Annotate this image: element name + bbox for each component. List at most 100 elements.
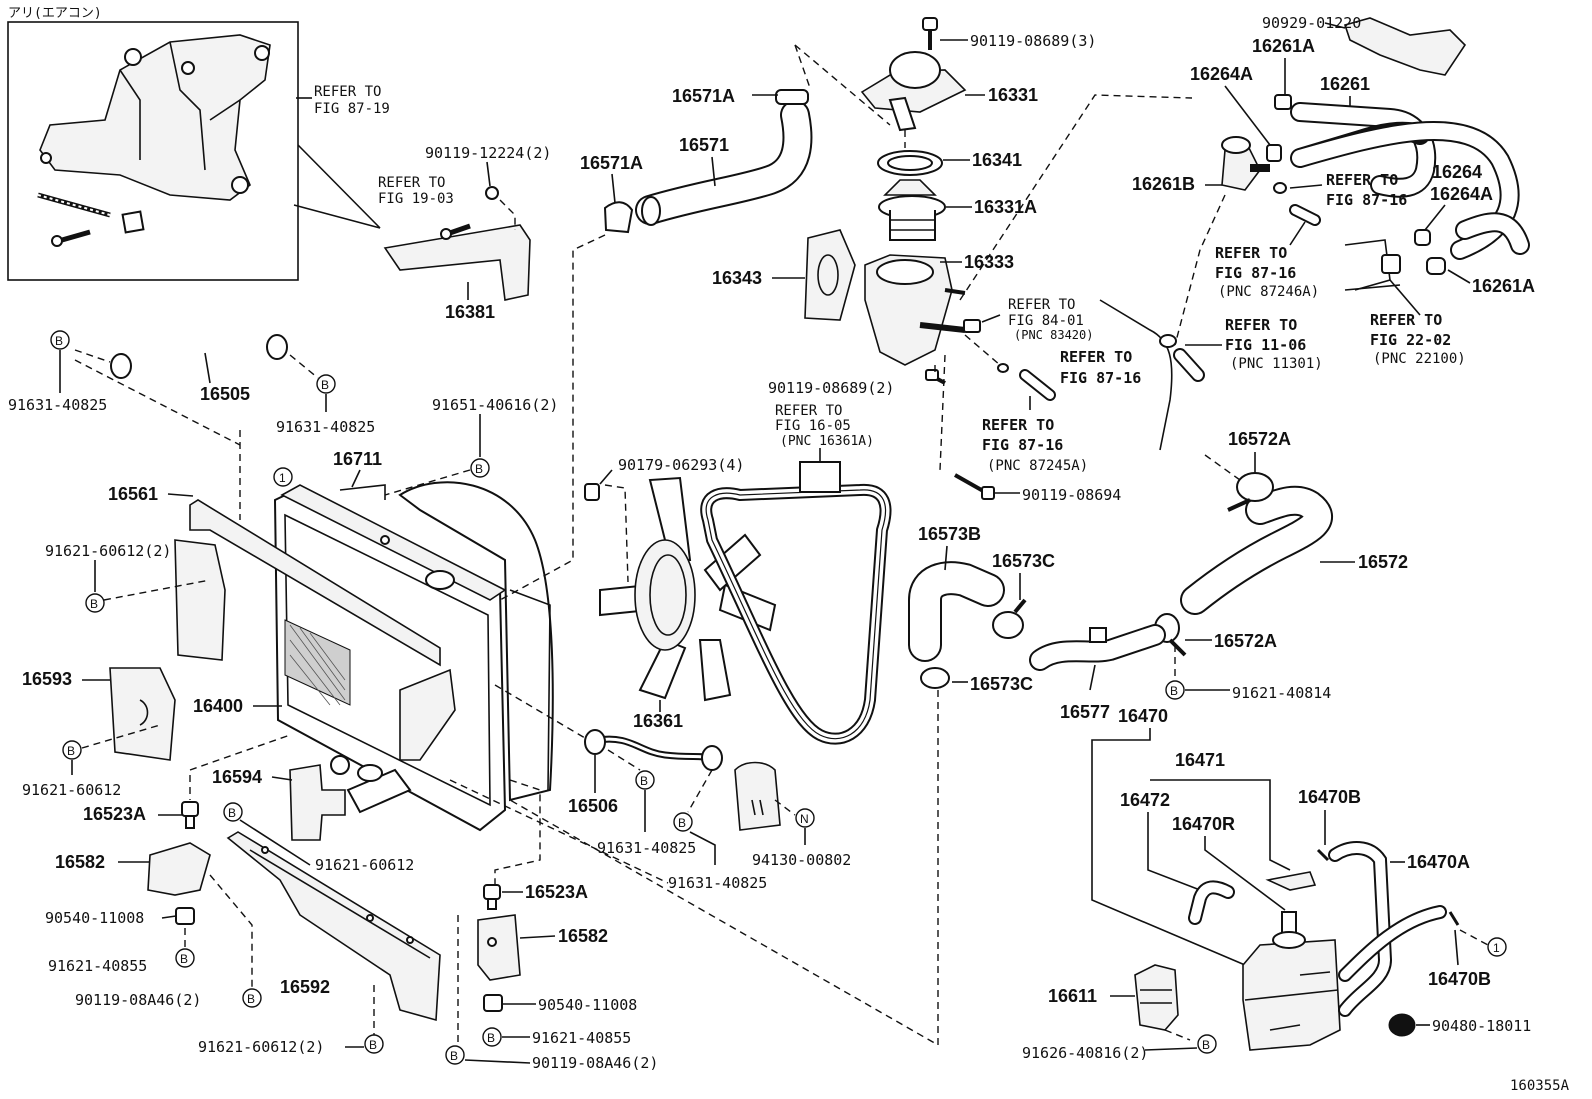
callout-b-12: B — [635, 770, 655, 790]
part-16471: 16471 — [1175, 750, 1225, 770]
part-16571A-top: 16571A — [672, 86, 735, 106]
svg-text:B: B — [487, 1031, 495, 1045]
support-16582-a — [147, 842, 211, 896]
part-16594: 16594 — [212, 767, 262, 787]
refer-11-06-l3: (PNC 11301) — [1230, 356, 1323, 372]
part-16611: 16611 — [1048, 986, 1097, 1006]
part-91621-60612-b: 91621-60612 — [315, 856, 414, 874]
water-outlet-16331 — [860, 51, 967, 132]
hose-16506 — [584, 729, 723, 771]
part-16572A-b: 16572A — [1214, 631, 1277, 651]
part-16470A: 16470A — [1407, 852, 1470, 872]
part-90119-08689-3: 90119-08689(3) — [970, 32, 1096, 50]
refer-87-16c-l2: FIG 87-16 — [1326, 191, 1407, 209]
callout-b-14: B — [1165, 680, 1185, 700]
part-16593: 16593 — [22, 669, 72, 689]
part-91631-40825-b: 91631-40825 — [276, 418, 375, 436]
refer-87-16a-l1: REFER TO — [1060, 348, 1132, 366]
part-16264A-b: 16264A — [1430, 184, 1493, 204]
part-91621-60612-2b: 91621-60612(2) — [198, 1038, 324, 1056]
part-16572A-a: 16572A — [1228, 429, 1291, 449]
part-16333: 16333 — [964, 252, 1014, 272]
hose-16264 — [1290, 120, 1530, 260]
cap-16471 — [1265, 871, 1317, 891]
svg-text:1: 1 — [279, 471, 286, 485]
svg-text:B: B — [475, 462, 483, 476]
bracket-16381: REFER TO FIG 19-03 90119-12224(2) 16381 — [378, 144, 551, 322]
refer-87-16c-l1: REFER TO — [1326, 171, 1398, 189]
reservoir-tank — [1242, 911, 1341, 1051]
bolt-90179-06293 — [584, 483, 600, 501]
svg-text:B: B — [678, 816, 686, 830]
part-16506: 16506 — [568, 796, 618, 816]
refer-87-16d-l3: (PNC 87246A) — [1218, 284, 1319, 300]
part-16341: 16341 — [972, 150, 1022, 170]
cap-90480-18011 — [1388, 1013, 1416, 1037]
elbow-16573B — [908, 561, 1005, 662]
refer-19-03-l2: FIG 19-03 — [378, 191, 454, 207]
bracket-16594 — [289, 764, 346, 841]
hose-16505: 16505 — [74, 334, 319, 404]
refer-87-19-l2: FIG 87-19 — [314, 101, 390, 117]
figure-id: 160355A — [1510, 1078, 1570, 1094]
svg-text:B: B — [1202, 1038, 1210, 1052]
callout-b-5: B — [62, 740, 82, 760]
refer-22-02-l1: REFER TO — [1370, 311, 1442, 329]
part-16505: 16505 — [200, 384, 250, 404]
refer-22-02-l3: (PNC 22100) — [1373, 351, 1466, 367]
part-16470: 16470 — [1118, 706, 1168, 726]
callout-1-b: 1 — [1487, 937, 1507, 957]
part-16400: 16400 — [193, 696, 243, 716]
upper-hose-16571 — [603, 89, 813, 234]
clip-pair — [1273, 182, 1287, 194]
part-16523A-b: 16523A — [525, 882, 588, 902]
part-91631-40825-c: 91631-40825 — [597, 839, 696, 857]
callout-b-10: B — [482, 1027, 502, 1047]
part-91621-40855-a: 91621-40855 — [48, 957, 147, 975]
svg-text:B: B — [247, 992, 255, 1006]
bracket-90929-01220 — [1343, 17, 1467, 76]
svg-text:B: B — [1170, 684, 1178, 698]
svg-text:B: B — [55, 334, 63, 348]
cushion-90540-b — [483, 994, 503, 1012]
callout-b-3: B — [470, 458, 490, 478]
part-90119-08A46-a: 90119-08A46(2) — [75, 991, 201, 1009]
thermostat-16331A — [878, 179, 946, 241]
refer-84-01-l2: FIG 84-01 — [1008, 313, 1084, 329]
part-16381: 16381 — [445, 302, 495, 322]
part-91651-40616: 91651-40616(2) — [432, 396, 558, 414]
clamp-16573C-a — [992, 598, 1027, 639]
svg-text:1: 1 — [1493, 941, 1500, 955]
part-90929-01220: 90929-01220 — [1262, 14, 1361, 32]
svg-text:B: B — [90, 597, 98, 611]
cushion-16523A-b — [483, 884, 501, 910]
clamp-16573C-b — [920, 667, 950, 689]
union-16261B — [1221, 136, 1270, 191]
part-90540-11008-a: 90540-11008 — [45, 909, 144, 927]
svg-text:N: N — [800, 812, 809, 826]
svg-text:B: B — [369, 1038, 377, 1052]
refer-22-02-l2: FIG 22-02 — [1370, 331, 1451, 349]
refer-84-01-l1: REFER TO — [1008, 297, 1075, 313]
part-16472: 16472 — [1120, 790, 1170, 810]
part-16573C-b: 16573C — [970, 674, 1033, 694]
svg-text:B: B — [67, 744, 75, 758]
part-91626-40816: 91626-40816(2) — [1022, 1044, 1148, 1062]
refer-16-05-l1: REFER TO — [775, 403, 842, 419]
radiator-assembly-16400 — [174, 481, 554, 832]
bracket-16593 — [109, 667, 176, 761]
lower-hose-16572 — [1180, 472, 1333, 615]
fan-16361 — [599, 476, 777, 702]
part-16573B: 16573B — [918, 524, 981, 544]
svg-text:B: B — [640, 774, 648, 788]
part-16264: 16264 — [1432, 162, 1482, 182]
refer-11-06-l2: FIG 11-06 — [1225, 336, 1306, 354]
bolt-90119-08689-2 — [925, 369, 946, 385]
clip-94130-00802 — [734, 761, 781, 831]
svg-text:B: B — [228, 806, 236, 820]
part-16470B-a: 16470B — [1298, 787, 1361, 807]
part-16331: 16331 — [988, 85, 1038, 105]
part-16582-b: 16582 — [558, 926, 608, 946]
